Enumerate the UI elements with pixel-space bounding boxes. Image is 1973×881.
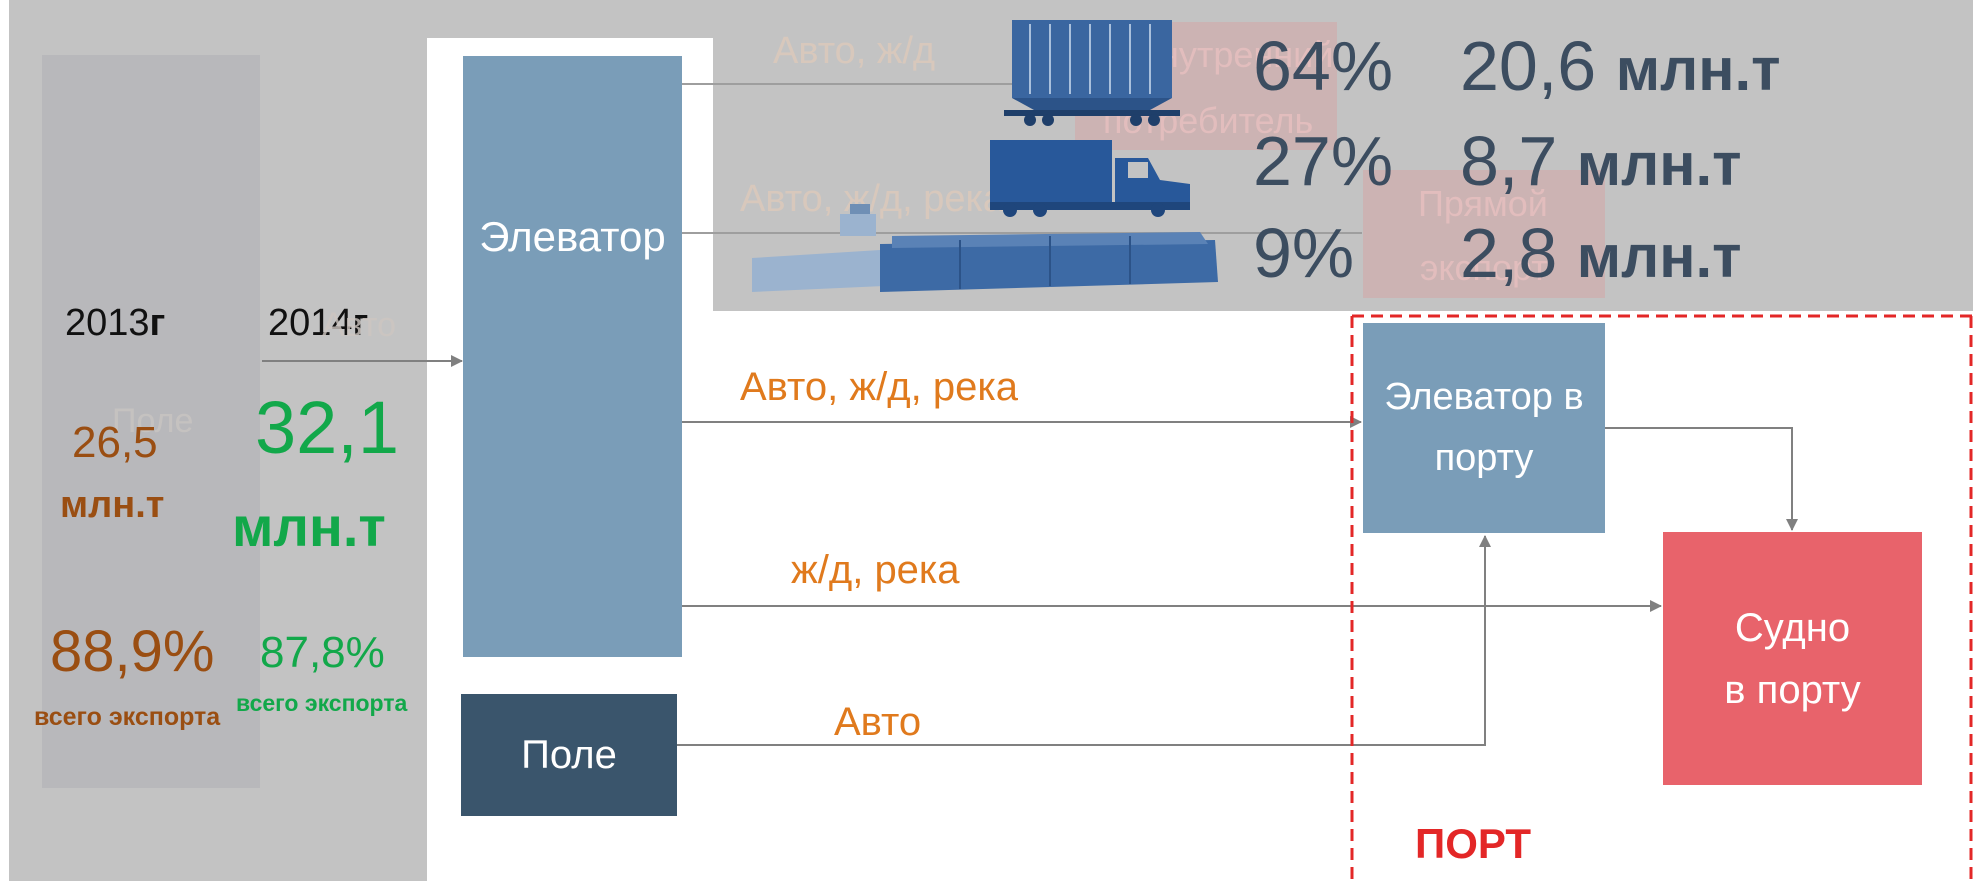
ghost-direct-export-box <box>1363 170 1605 298</box>
route-label-auto-rail-river: Авто, ж/д, река <box>740 365 1018 409</box>
share-row-1-amount: 20,6 <box>1460 27 1597 105</box>
ghost-auto-label: Авто <box>322 306 397 344</box>
port-area-label: ПОРТ <box>1415 820 1531 867</box>
ghost-line-2 <box>682 232 1362 234</box>
volume-2013-unit: млн.т <box>60 484 165 526</box>
share-row-1-value: 20,6 млн.т <box>1460 26 1781 106</box>
left-inner-column <box>42 55 260 788</box>
ghost-field-label: Поле <box>112 402 194 440</box>
field-box: Поле <box>461 694 677 816</box>
elevator-box: Элеватор <box>463 56 682 657</box>
volume-2014-value: 32,1 <box>255 386 400 469</box>
truck-icon <box>990 140 1190 217</box>
ghost-direct-line1: Прямой <box>1418 183 1548 224</box>
port-elevator-label-line1: Элеватор в <box>1384 376 1584 419</box>
ship-in-port-box: Судно в порту <box>1663 532 1922 785</box>
volume-2013-value: 26,5 <box>72 418 158 467</box>
port-elevator-label-line2: порту <box>1434 437 1534 479</box>
share-row-3-amount: 2,8 <box>1460 214 1558 292</box>
volume-2014-unit: млн.т <box>232 495 386 558</box>
rail-hopper-car-icon <box>1004 20 1180 126</box>
ghost-route-auto-rail: Авто, ж/д <box>773 30 936 72</box>
ship-label-line2: в порту <box>1724 667 1861 712</box>
export-share-2014: 87,8% <box>260 628 385 677</box>
ghost-route-auto-rail-river: Авто, ж/д, река <box>740 178 1005 220</box>
field-label: Поле <box>521 732 617 777</box>
share-row-2-amount: 8,7 <box>1460 122 1558 200</box>
ghost-direct-line2: экспорт <box>1420 247 1548 288</box>
share-row-2-unit: млн.т <box>1576 131 1742 198</box>
export-share-2014-label: всего экспорта <box>236 690 408 716</box>
elevator-label: Элеватор <box>479 212 666 260</box>
year-2014-label: 2014г <box>268 302 368 345</box>
share-row-1-unit: млн.т <box>1615 36 1781 103</box>
share-row-2-value: 8,7 млн.т <box>1460 121 1742 201</box>
ship-label-line1: Судно <box>1734 605 1851 650</box>
share-row-3-percent: 9% <box>1253 214 1355 292</box>
left-white-strip <box>0 0 9 881</box>
route-label-auto: Авто <box>834 700 922 744</box>
year-2013-suffix: г <box>149 302 166 344</box>
share-row-1-percent: 64% <box>1253 27 1394 105</box>
year-2014-number: 2014 <box>268 302 353 344</box>
ghost-line-1 <box>682 83 1012 85</box>
share-row-2-percent: 27% <box>1253 122 1394 200</box>
arrow-port-elevator-to-ship <box>1605 427 1798 531</box>
arrow-field-to-port-elevator <box>677 535 1491 746</box>
share-row-3-unit: млн.т <box>1576 223 1742 290</box>
river-barge-icon <box>752 204 1218 292</box>
year-2013-number: 2013 <box>65 302 150 344</box>
route-label-rail-river: ж/д, река <box>791 548 960 592</box>
export-share-2013: 88,9% <box>50 619 215 684</box>
port-elevator-box: Элеватор в порту <box>1363 323 1605 533</box>
export-share-2013-label: всего экспорта <box>34 703 221 731</box>
share-row-3-value: 2,8 млн.т <box>1460 213 1742 293</box>
year-2014-suffix: г <box>352 302 369 344</box>
year-2013-label: 2013г <box>65 302 165 345</box>
